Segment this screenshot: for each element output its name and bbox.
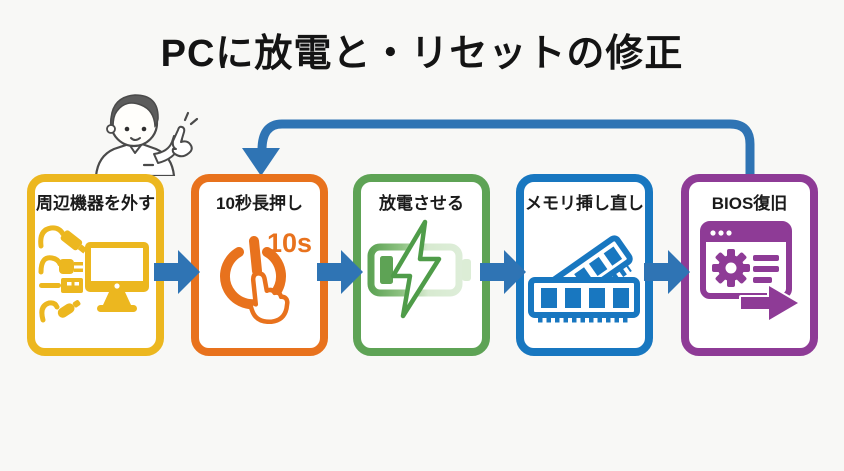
step-box-reseat-memory: メモリ挿し直し (516, 174, 653, 356)
forward-arrow-icon (738, 284, 800, 323)
page-title: PCに放電と・リセットの修正 (160, 33, 684, 75)
step-label: 周辺機器を外す (36, 194, 155, 213)
step-box-remove-peripherals: 周辺機器を外す (27, 174, 164, 356)
step-label: 10秒長押し (216, 194, 303, 213)
step-box-bios-recovery: BIOS復旧 (681, 174, 818, 356)
bios-recovery-icon (699, 221, 800, 323)
pointing-person-illustration (94, 94, 199, 176)
step-label: 放電させる (379, 194, 464, 213)
step-box-hold-power-10s: 10秒長押し 10s (191, 174, 328, 356)
flow-arrow (317, 250, 363, 294)
loop-back-arrow (242, 119, 755, 177)
step-label: BIOS復旧 (711, 194, 788, 213)
battery-discharge-icon (367, 220, 471, 319)
memory-modules-icon (527, 235, 640, 323)
flow-arrow (644, 250, 690, 294)
step-box-discharge: 放電させる (353, 174, 490, 356)
step-label: メモリ挿し直し (525, 194, 644, 213)
flow-arrow (154, 250, 200, 294)
power-button-hold-icon: 10s (219, 228, 312, 325)
flow-arrow (480, 250, 526, 294)
unplug-cables-monitor-icon (37, 225, 149, 323)
sparkle-icon (183, 111, 199, 126)
